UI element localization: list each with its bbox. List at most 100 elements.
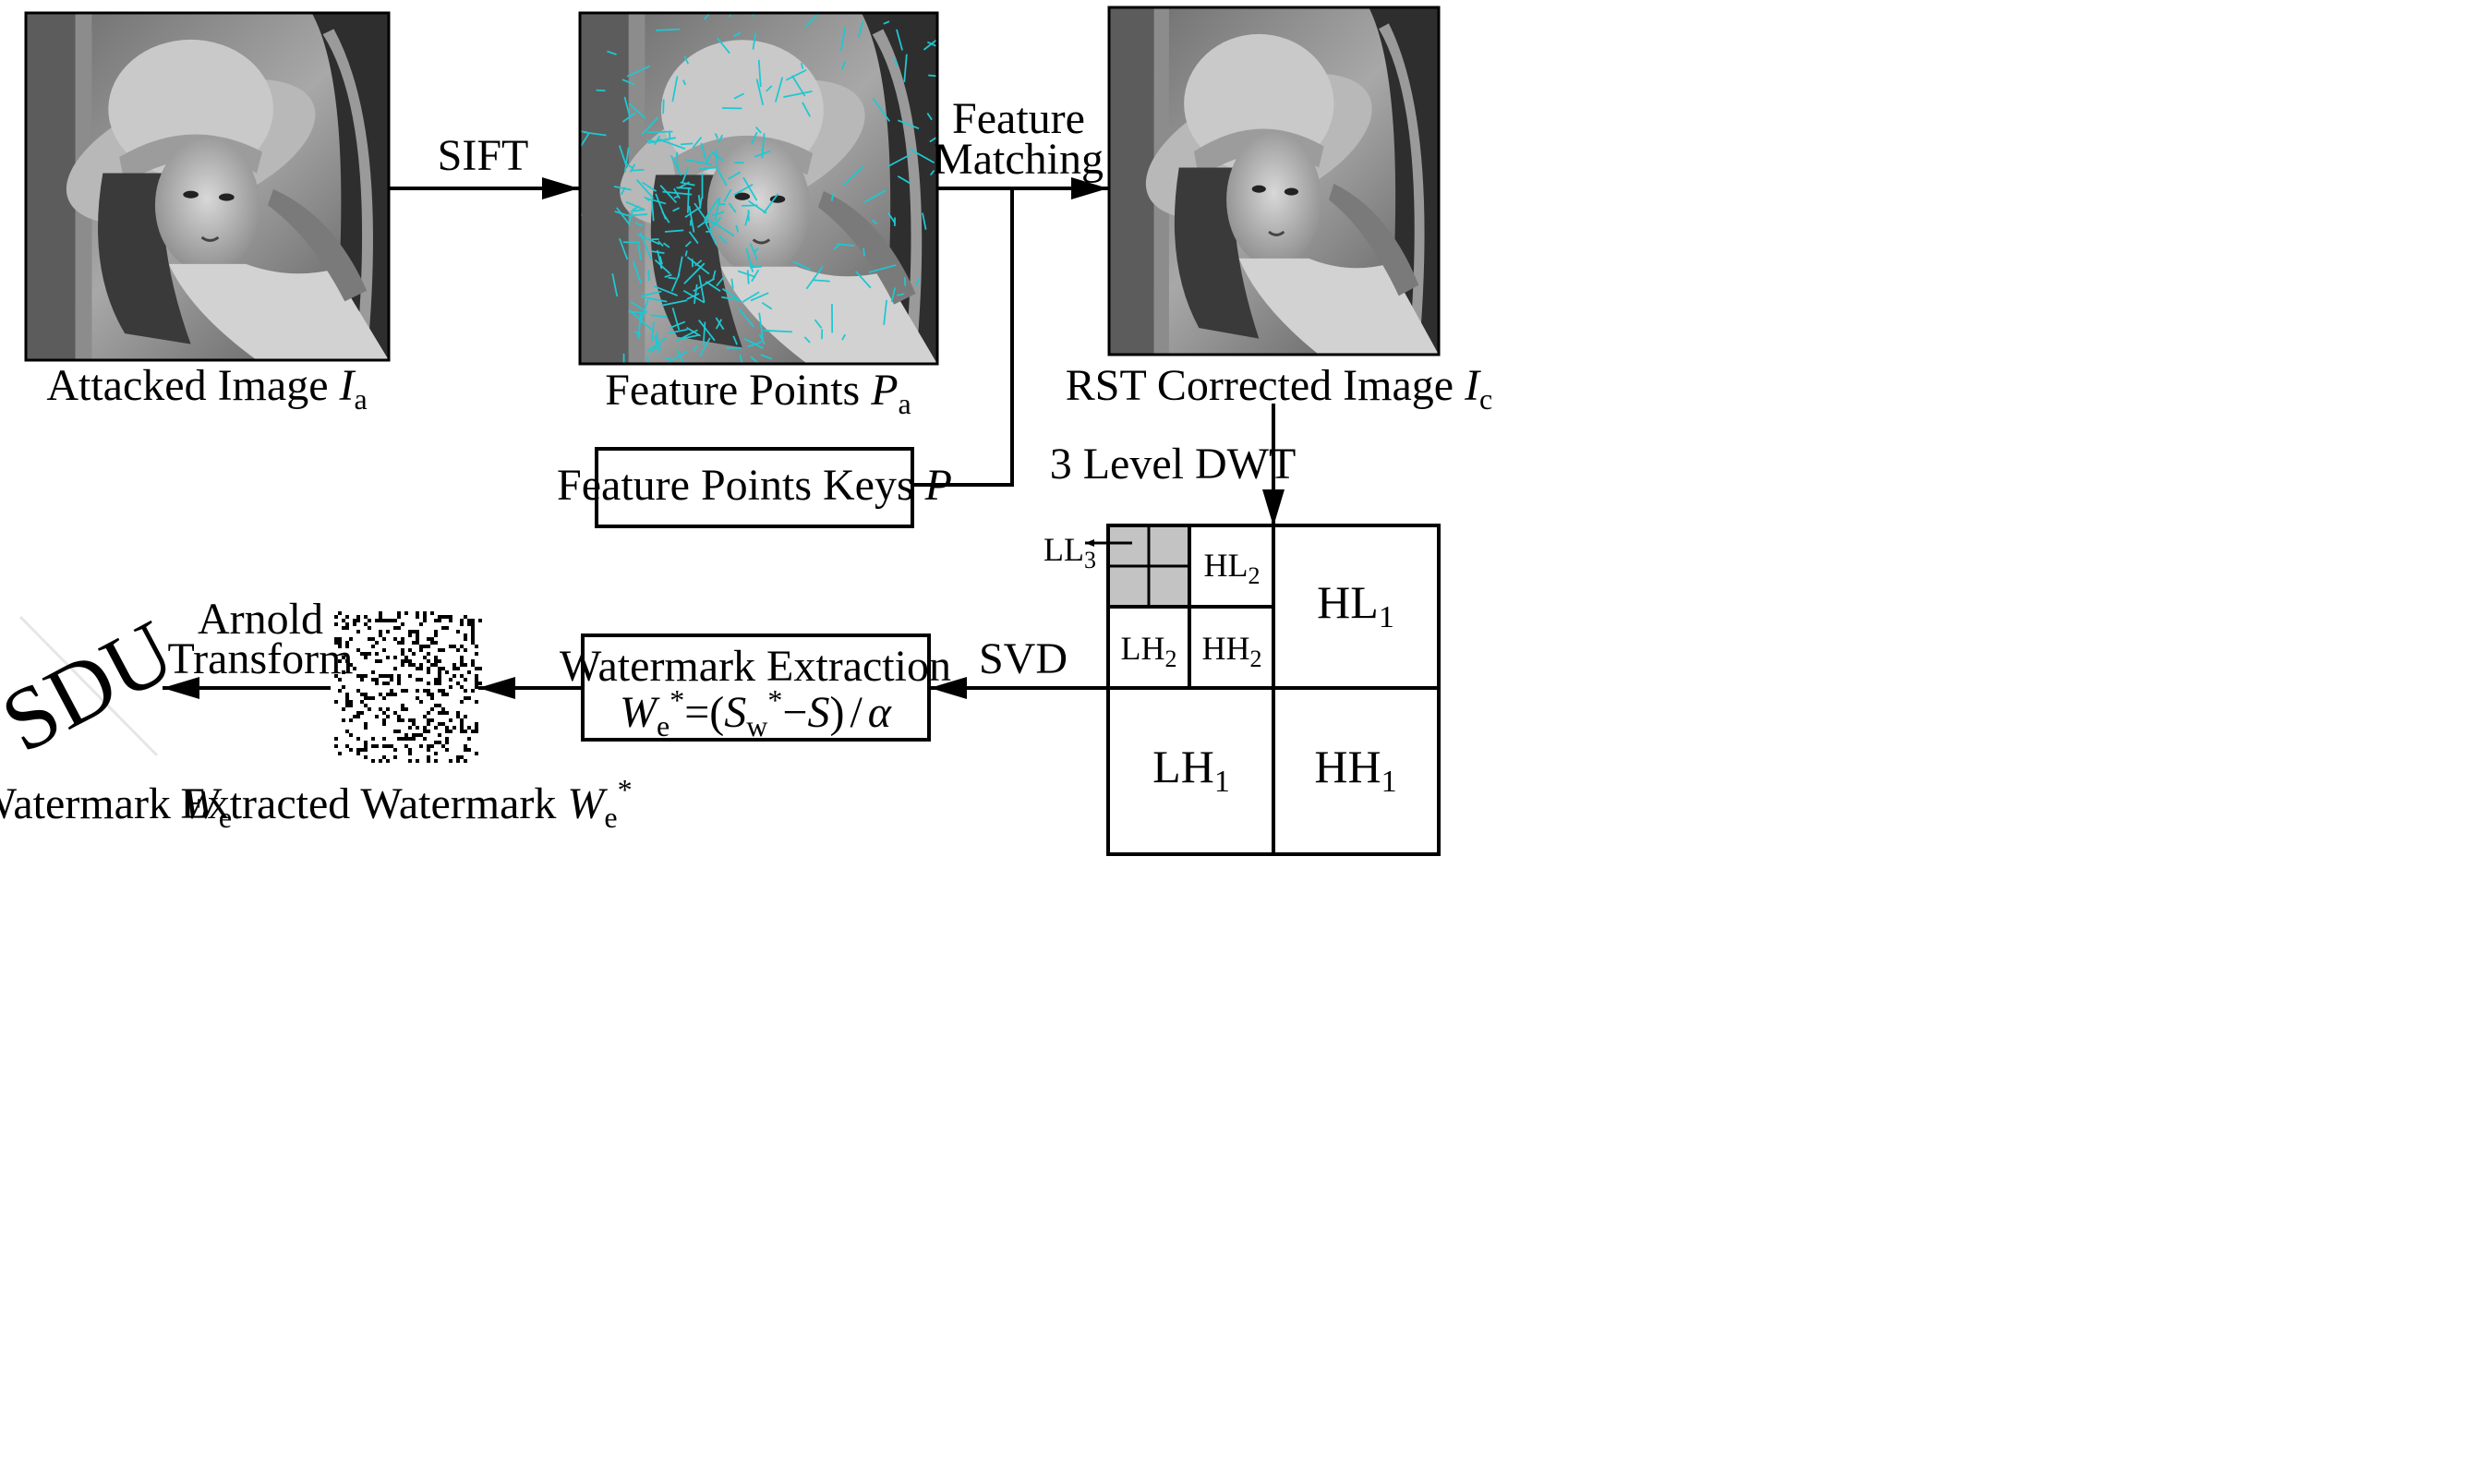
scrambled-pixel: [416, 633, 419, 637]
keypoint-vector: [663, 242, 670, 248]
feature-points-caption: Feature Points Pa: [605, 366, 911, 420]
scrambled-pixel: [423, 656, 427, 659]
scrambled-pixel: [441, 744, 445, 748]
keypoint-vector: [611, 273, 619, 297]
scrambled-pixel: [460, 755, 464, 759]
scrambled-pixel: [471, 659, 475, 663]
keypoint-vector: [711, 221, 735, 237]
keypoint-vector: [855, 271, 872, 289]
scrambled-pixel: [464, 748, 467, 752]
scrambled-pixel: [371, 759, 375, 763]
keypoint-vector: [664, 229, 684, 233]
scrambled-pixel: [416, 726, 419, 730]
keypoint-vector: [641, 116, 659, 136]
attacked-image: [24, 11, 391, 362]
scrambled-pixel: [460, 700, 464, 704]
keypoint-vector: [710, 151, 724, 162]
scrambled-pixel: [452, 674, 456, 678]
keypoint-vector: [743, 337, 765, 349]
scrambled-pixel: [430, 707, 434, 711]
scrambled-pixel: [375, 744, 379, 748]
scrambled-pixel: [371, 637, 375, 641]
scrambled-pixel: [353, 667, 356, 670]
keypoint-vector: [706, 153, 712, 163]
scrambled-pixel: [338, 611, 342, 615]
keypoint-vector: [903, 54, 908, 83]
keypoint-vector: [814, 319, 823, 329]
keypoint-vector: [618, 145, 628, 167]
scrambled-pixel: [390, 674, 393, 678]
scrambled-pixel: [371, 744, 375, 748]
scrambled-pixel: [471, 730, 475, 733]
scrambled-pixel: [456, 755, 460, 759]
scrambled-pixel: [412, 630, 416, 633]
scrambled-pixel: [427, 748, 430, 752]
keypoint-vector: [928, 74, 937, 78]
keypoint-vector: [662, 99, 665, 115]
scrambled-pixel: [460, 726, 464, 730]
keypoint-vector: [614, 211, 633, 218]
scrambled-pixel: [345, 700, 349, 704]
scrambled-pixel: [345, 659, 349, 663]
scrambled-pixel: [456, 715, 460, 718]
scrambled-pixel: [397, 641, 401, 645]
watermark-caption: Watermark We: [0, 779, 232, 834]
scrambled-pixel: [449, 718, 452, 722]
keypoint-vector: [755, 126, 762, 134]
keypoint-vector: [761, 301, 773, 310]
keypoint-vector: [635, 179, 655, 199]
scrambled-pixel: [412, 737, 416, 741]
keypoint-vector: [890, 287, 897, 303]
scrambled-pixel: [434, 726, 438, 730]
scrambled-pixel: [416, 630, 419, 633]
scrambled-pixel: [438, 704, 441, 707]
scrambled-pixel: [467, 726, 471, 730]
scrambled-pixel: [360, 678, 364, 682]
scrambled-pixel: [349, 748, 353, 752]
scrambled-pixel: [427, 682, 430, 685]
scrambled-pixel: [438, 670, 441, 674]
scrambled-pixel: [475, 685, 478, 689]
scrambled-pixel: [471, 619, 475, 622]
keypoint-vector: [664, 350, 689, 364]
keypoint-vector: [728, 202, 737, 213]
keypoint-vector: [634, 222, 644, 227]
corrected-image-caption: RST Corrected Image Ic: [1066, 361, 1493, 416]
keypoint-vector: [841, 333, 847, 341]
scrambled-pixel: [334, 744, 338, 748]
keypoint-vector: [909, 148, 935, 164]
scrambled-pixel: [356, 689, 360, 693]
scrambled-pixel: [364, 722, 368, 726]
scrambled-pixel: [404, 733, 408, 737]
keypoint-vector: [923, 38, 937, 51]
feature-points-image: [578, 11, 939, 366]
keypoint-vector: [839, 27, 847, 52]
scrambled-pixel: [438, 615, 441, 619]
scrambled-pixel: [460, 663, 464, 667]
keypoint-vector: [632, 260, 642, 284]
scrambled-pixel: [390, 689, 393, 693]
scrambled-pixel: [342, 718, 345, 722]
keypoint-vector: [894, 57, 899, 66]
scrambled-pixel: [471, 633, 475, 637]
scrambled-pixel: [379, 674, 382, 678]
keypoint-vector: [650, 321, 655, 343]
scrambled-pixel: [379, 615, 382, 619]
scrambled-pixel: [401, 737, 404, 741]
keypoint-vector: [716, 276, 725, 287]
scrambled-pixel: [342, 670, 345, 674]
scrambled-pixel: [375, 659, 379, 663]
keypoint-vector: [721, 287, 742, 302]
keypoint-vector: [708, 218, 715, 225]
scrambled-pixel: [445, 693, 449, 696]
scrambled-pixel: [427, 637, 430, 641]
keypoint-vector: [700, 142, 708, 165]
keypoint-vector: [697, 195, 702, 210]
scrambled-pixel: [412, 641, 416, 645]
keypoint-vector: [754, 150, 771, 158]
scrambled-pixel: [438, 711, 441, 715]
keypoint-vector: [721, 296, 741, 301]
scrambled-pixel: [445, 730, 449, 733]
keypoint-vector: [628, 310, 647, 315]
scrambled-pixel: [382, 648, 386, 652]
